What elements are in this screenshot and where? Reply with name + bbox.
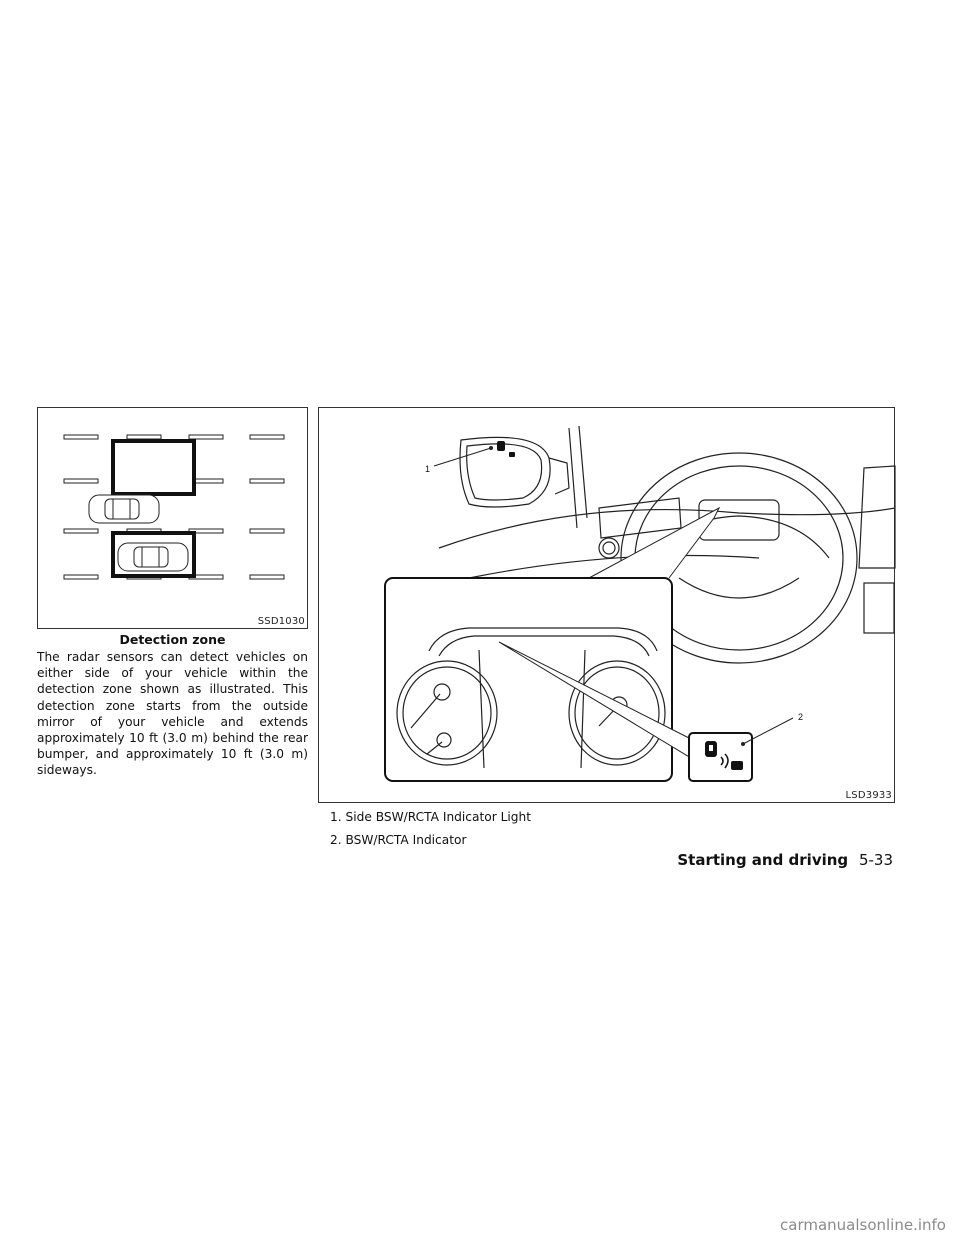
page-number: 5-33 bbox=[858, 851, 893, 869]
body-paragraph: The radar sensors can detect vehicles on… bbox=[37, 650, 308, 778]
dashboard-figure: 1 2 LSD3933 bbox=[318, 407, 896, 803]
figure-code: SSD1030 bbox=[257, 616, 305, 627]
callout-1-label: 1 bbox=[425, 464, 430, 474]
detection-zone-illustration bbox=[63, 434, 285, 580]
footer-section-title: Starting and driving bbox=[677, 851, 849, 869]
detection-zone-figure: SSD1030 bbox=[37, 407, 308, 629]
watermark: carmanualsonline.info bbox=[780, 1216, 946, 1234]
figure-code: LSD3933 bbox=[845, 790, 892, 801]
dashboard-illustration: 1 2 bbox=[384, 425, 896, 782]
callout-2-label: 2 bbox=[798, 712, 803, 722]
figure-caption: Detection zone bbox=[119, 632, 226, 647]
legend-item-2: 2. BSW/RCTA Indicator bbox=[330, 833, 467, 847]
page-footer: Starting and driving 5-33 bbox=[677, 851, 893, 869]
legend-item-1: 1. Side BSW/RCTA Indicator Light bbox=[330, 810, 531, 824]
